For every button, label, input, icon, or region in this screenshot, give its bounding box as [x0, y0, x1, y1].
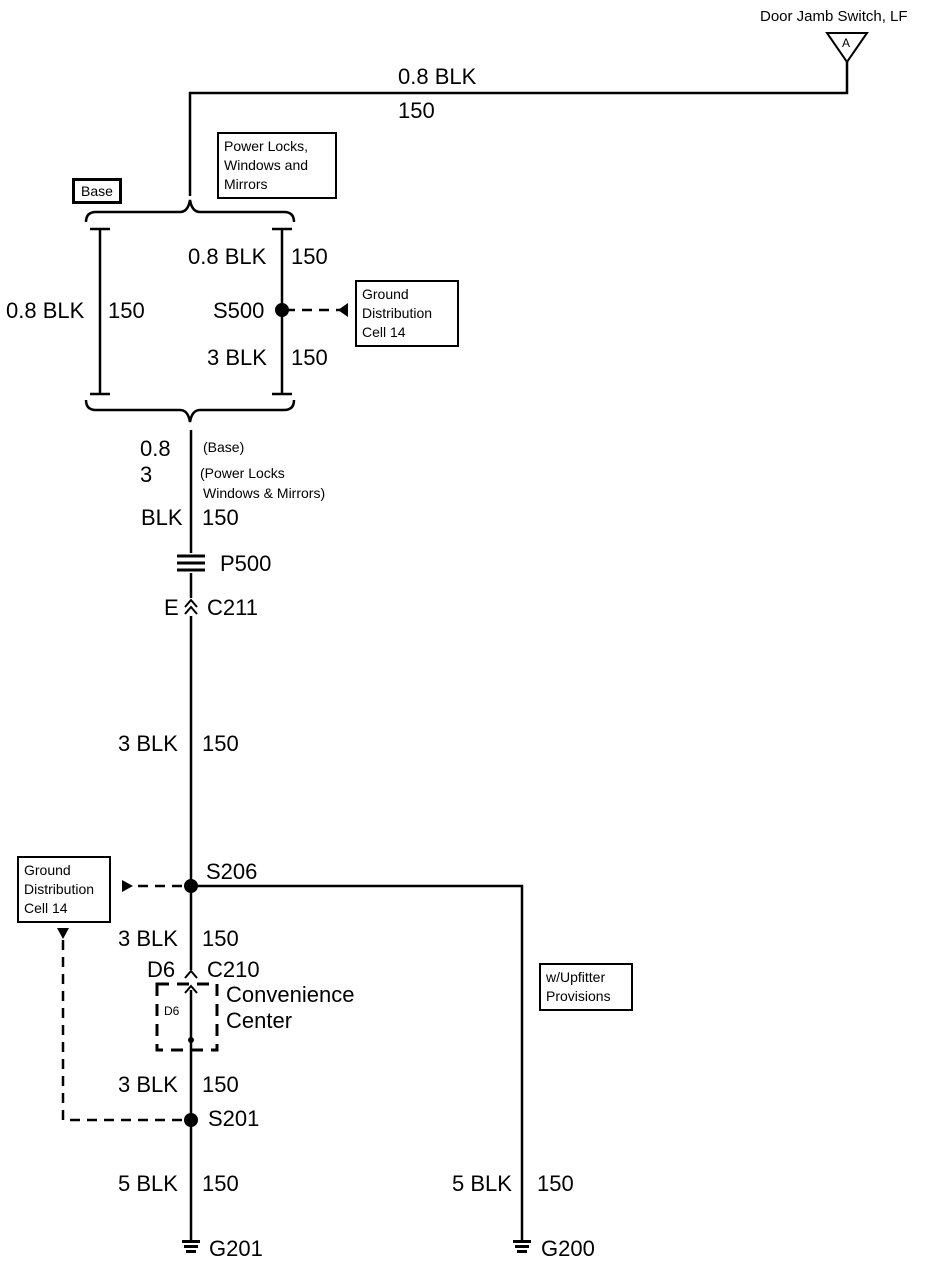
power-locks-paren-line2: Windows & Mirrors) — [203, 485, 326, 501]
wire-top-size: 0.8 BLK — [398, 64, 477, 89]
wire-combined-color: BLK — [141, 505, 183, 530]
wire-cc-s201-circuit: 150 — [202, 1072, 239, 1097]
c211-symbol — [184, 598, 198, 615]
c210-label: C210 — [207, 957, 260, 982]
s500-ref-arrow-icon — [338, 303, 348, 317]
power-locks-paren-line1: (Power Locks — [200, 465, 285, 481]
p500-symbol — [177, 554, 205, 572]
wire-left-size: 0.8 BLK — [6, 298, 85, 323]
wire-c211-s206-size: 3 BLK — [118, 731, 178, 756]
wire-combined-size-power: 3 — [140, 462, 153, 487]
wire-s201-g201-circuit: 150 — [202, 1171, 239, 1196]
wire-s206-c210-circuit: 150 — [202, 926, 239, 951]
wire-g200-circuit: 150 — [537, 1171, 574, 1196]
option-upfitter-label: w/Upfitter Provisions — [539, 963, 633, 1011]
wire-g200-size: 5 BLK — [452, 1171, 512, 1196]
c210-symbol — [184, 969, 198, 979]
door-jamb-switch-label: Door Jamb Switch, LF — [760, 8, 908, 25]
convenience-center-label-line2: Center — [226, 1008, 293, 1033]
convenience-center-box — [155, 982, 219, 1052]
c210-pin-label: D6 — [147, 957, 176, 982]
g200-ground-icon — [513, 1240, 531, 1253]
wire-c211-s206-circuit: 150 — [202, 731, 239, 756]
convenience-center-label-line1: Convenience — [226, 982, 355, 1007]
s500-label: S500 — [213, 298, 265, 323]
wire-s500-lower-size: 3 BLK — [207, 345, 267, 370]
s500-splice-dot — [275, 303, 289, 317]
s206-label: S206 — [206, 859, 258, 884]
wire-top-circuit: 150 — [398, 98, 435, 123]
wire-g200 — [191, 884, 524, 1240]
wire-s500-upper-circuit: 150 — [291, 244, 328, 269]
option-brace-top — [84, 199, 296, 223]
p500-label: P500 — [220, 551, 272, 576]
wire-s201-g201-size: 5 BLK — [118, 1171, 178, 1196]
s206-ground-ref-box: Ground Distribution Cell 14 — [17, 856, 111, 923]
c211-label: C211 — [207, 595, 258, 620]
door-jamb-switch-symbol — [825, 32, 869, 64]
c211-pin-label: E — [164, 595, 179, 620]
option-power-locks-label: Power Locks, Windows and Mirrors — [217, 132, 337, 199]
option-brace-bottom — [84, 399, 296, 423]
s500-ground-ref-box: Ground Distribution Cell 14 — [355, 280, 459, 347]
wire-combined-size-base: 0.8 — [140, 436, 171, 461]
g200-label: G200 — [541, 1236, 595, 1261]
wire-s500-lower-circuit: 150 — [291, 345, 328, 370]
s201-label: S201 — [208, 1106, 260, 1131]
wire-s500-upper-size: 0.8 BLK — [188, 244, 267, 269]
s206-ref-arrow-icon — [122, 880, 133, 892]
option-base-label: Base — [72, 178, 122, 204]
wire-cc-s201-size: 3 BLK — [118, 1072, 178, 1097]
s206-splice-dot — [184, 879, 198, 893]
wire-left-circuit: 150 — [108, 298, 145, 323]
convenience-center-terminal: D6 — [164, 1004, 180, 1018]
wire-top — [188, 62, 849, 196]
s206-ref-down-arrow-icon — [57, 928, 69, 939]
wire-s206-c210-size: 3 BLK — [118, 926, 178, 951]
g201-ground-icon — [182, 1240, 200, 1253]
s201-splice-dot — [184, 1113, 198, 1127]
wire-combined-circuit: 150 — [202, 505, 239, 530]
door-jamb-connector-label: A — [842, 36, 851, 50]
base-paren-label: (Base) — [203, 439, 245, 455]
g201-label: G201 — [209, 1236, 263, 1261]
